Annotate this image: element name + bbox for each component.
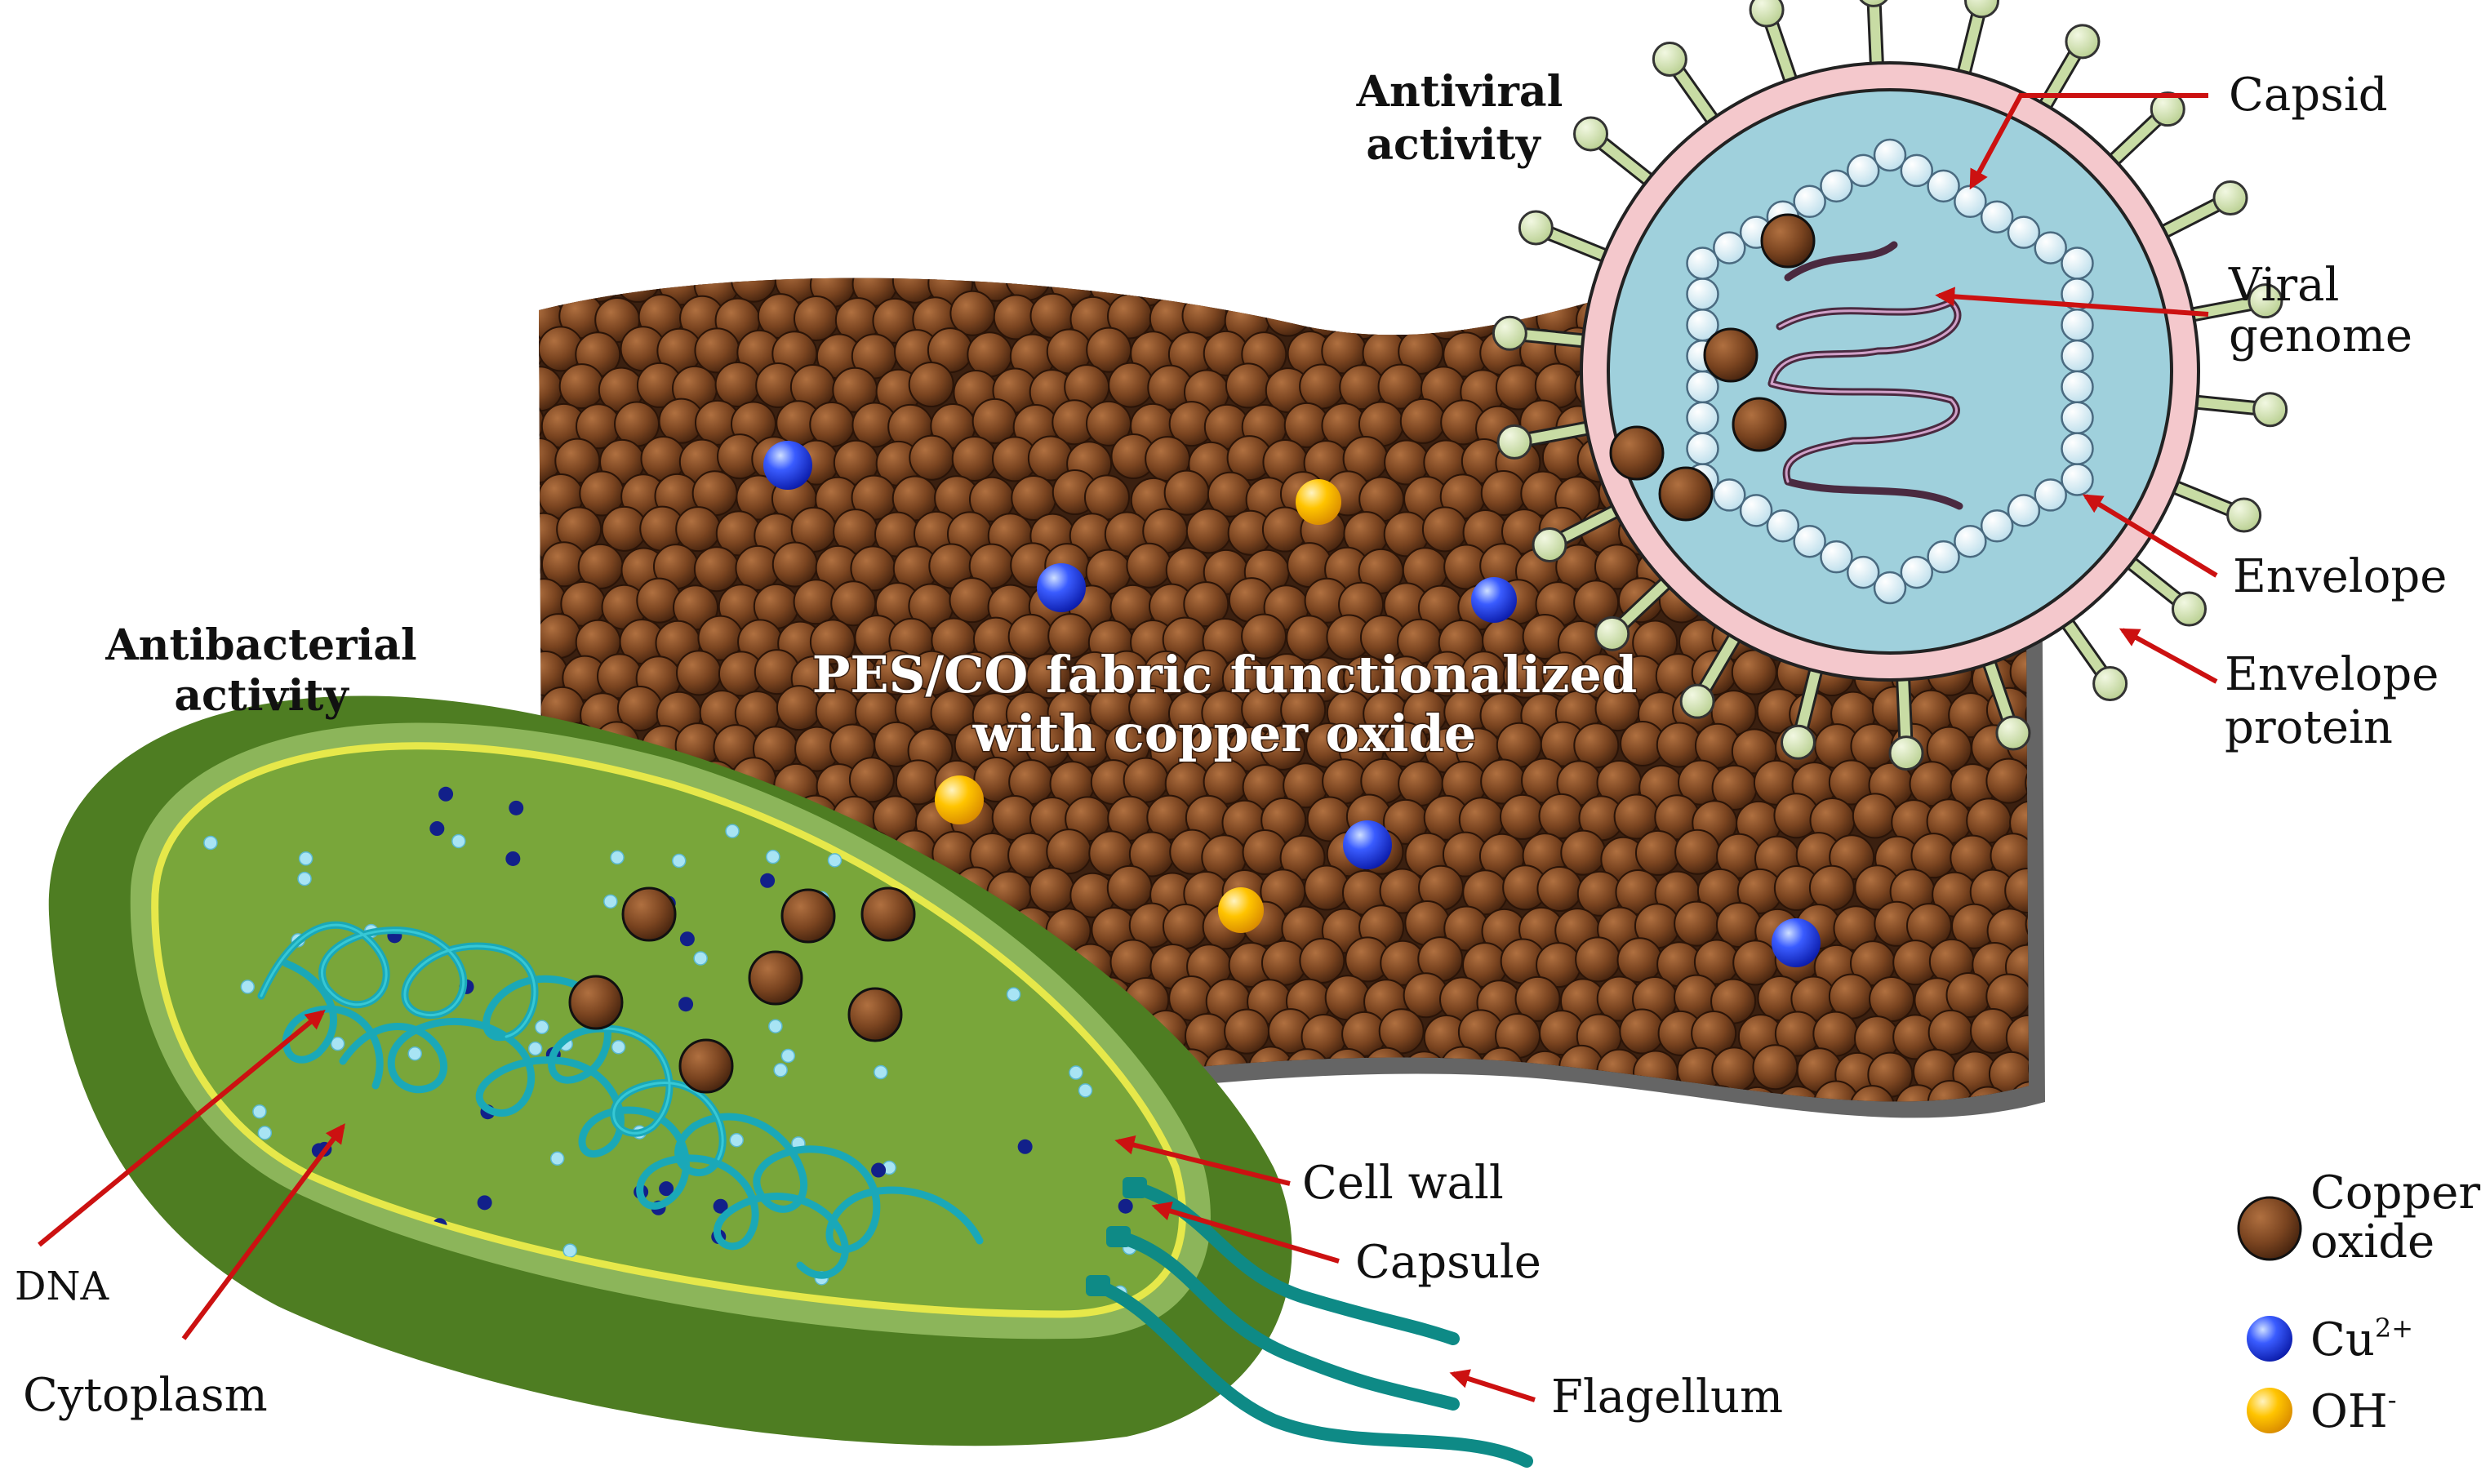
envelope-proteins bbox=[1492, 0, 2288, 771]
fabric-label-line2: with copper oxide bbox=[972, 704, 1476, 763]
capsule-label: Capsule bbox=[1355, 1236, 1541, 1289]
cell-wall-label: Cell wall bbox=[1302, 1157, 1504, 1210]
virus bbox=[1492, 0, 2288, 771]
flagella-bases bbox=[1086, 1177, 1147, 1296]
capsid-label: Capsid bbox=[2229, 69, 2388, 122]
legend-cu-base: Cu bbox=[2310, 1313, 2375, 1366]
legend-copper-oxide-label-line1: Copper bbox=[2310, 1166, 2480, 1220]
oh-ion bbox=[1218, 887, 1264, 933]
capsule-arrow bbox=[1151, 1201, 1340, 1264]
bacterium-cell-wall bbox=[151, 742, 1186, 1318]
legend-cu-sup: 2+ bbox=[2375, 1313, 2413, 1344]
viral-genome-label-line1: Viral bbox=[2228, 259, 2339, 312]
legend: Copper oxide Cu2+ OH- bbox=[2237, 1166, 2480, 1438]
cell-wall-arrow bbox=[1114, 1135, 1291, 1186]
flagellum-label: Flagellum bbox=[1551, 1371, 1783, 1424]
virus-capsid-core bbox=[1607, 88, 2173, 655]
cytoplasm-arrow bbox=[181, 1123, 345, 1340]
envelope-arrow bbox=[2082, 494, 2218, 578]
viral-genome-arrow bbox=[1935, 287, 2209, 317]
oh-ion bbox=[1296, 479, 1341, 525]
viral-genome-highlight bbox=[1770, 300, 1959, 483]
cu-ion bbox=[1772, 918, 1821, 967]
cu-ion bbox=[763, 441, 812, 490]
bacterium-copper-particles bbox=[568, 886, 916, 1094]
antiviral-heading-line2: activity bbox=[1366, 120, 1541, 170]
envelope-protein-label-line2: protein bbox=[2225, 701, 2393, 754]
cu-ion bbox=[1343, 820, 1392, 869]
legend-oh-label: OH- bbox=[2310, 1384, 2397, 1438]
antiviral-heading-line1: Antiviral bbox=[1356, 67, 1563, 117]
bacterial-dna-highlight bbox=[260, 923, 724, 1161]
capsid-arrow bbox=[1969, 93, 2208, 190]
antibacterial-heading-line1: Antibacterial bbox=[104, 620, 416, 670]
dna-arrow bbox=[38, 1009, 326, 1247]
envelope-label: Envelope bbox=[2233, 550, 2447, 603]
legend-oh-base: OH bbox=[2310, 1385, 2388, 1438]
legend-oh-swatch bbox=[2247, 1388, 2292, 1433]
cu-ion bbox=[1471, 577, 1517, 623]
pointer-arrows bbox=[38, 93, 2218, 1402]
virus-copper-particles bbox=[1609, 213, 1816, 522]
cu-ion bbox=[1037, 563, 1086, 612]
fabric-label-line1: PES/CO fabric functionalized bbox=[812, 645, 1637, 704]
bacterium bbox=[48, 695, 1533, 1468]
legend-cu-label: Cu2+ bbox=[2310, 1313, 2413, 1366]
flagellum-arrow bbox=[1449, 1369, 1536, 1402]
envelope-protein-label-line1: Envelope bbox=[2225, 648, 2439, 701]
legend-oh-sup: - bbox=[2388, 1384, 2397, 1415]
fabric-ions bbox=[763, 441, 1821, 967]
legend-copper-oxide-label-line2: oxide bbox=[2310, 1215, 2434, 1269]
dna-label: DNA bbox=[15, 1264, 109, 1309]
legend-copper-oxide-swatch bbox=[2237, 1196, 2302, 1261]
legend-cu-swatch bbox=[2247, 1316, 2292, 1362]
antibacterial-heading-line2: activity bbox=[174, 671, 349, 721]
viral-genome-label-line2: genome bbox=[2229, 309, 2412, 362]
oh-ion bbox=[935, 775, 984, 824]
envelope-protein-arrow bbox=[2119, 628, 2218, 684]
cytoplasm-label: Cytoplasm bbox=[23, 1369, 268, 1422]
